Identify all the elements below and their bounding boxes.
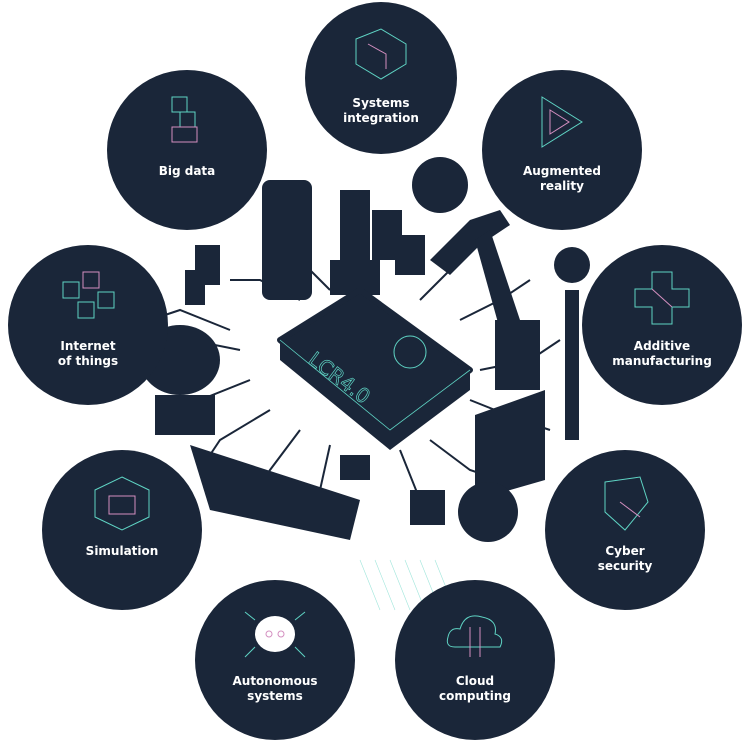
cloud-icon [446,615,503,657]
label-line-2: integration [343,111,419,125]
label-line-1: Internet [60,339,116,353]
node-big-data[interactable]: Big data [107,70,267,230]
conveyor [190,445,360,540]
hollow-cube-icon [94,476,150,531]
label-line-2: security [597,559,653,573]
connected-cubes-icon [62,271,115,319]
label-line-1: Cyber [605,544,645,558]
label-line-2: manufacturing [612,354,712,368]
label-line-1: Autonomous [232,674,318,688]
background-machines [140,157,590,542]
hatch-floor [359,559,456,611]
impossible-triangle-icon [541,96,583,148]
stacked-blocks-icon [171,96,198,143]
node-simulation[interactable]: Simulation [42,450,202,610]
robot-head-icon [244,611,306,658]
label-line-2: computing [439,689,511,703]
label-line-1: Systems [352,96,410,110]
phone-device [262,180,312,300]
shield-icon [604,476,649,531]
label-line-1: Cloud [455,674,495,688]
label-line-1: Augmented [522,164,602,178]
node-label: Simulation [86,544,159,559]
node-label: Big data [159,164,216,179]
label-line-2: of things [57,354,119,368]
impossible-shape-icon [355,28,407,80]
label-line-2: reality [540,179,584,193]
label-line-1: Simulation [85,544,159,558]
cross-block-icon [634,271,690,325]
label-line-2: systems [247,689,303,703]
monitor [475,390,545,500]
label-line-1: Big data [158,164,216,178]
robot-arm [430,210,510,275]
label-line-1: Additive [633,339,691,353]
sphere [412,157,468,213]
central-chip: LCR4.0 [277,287,473,450]
